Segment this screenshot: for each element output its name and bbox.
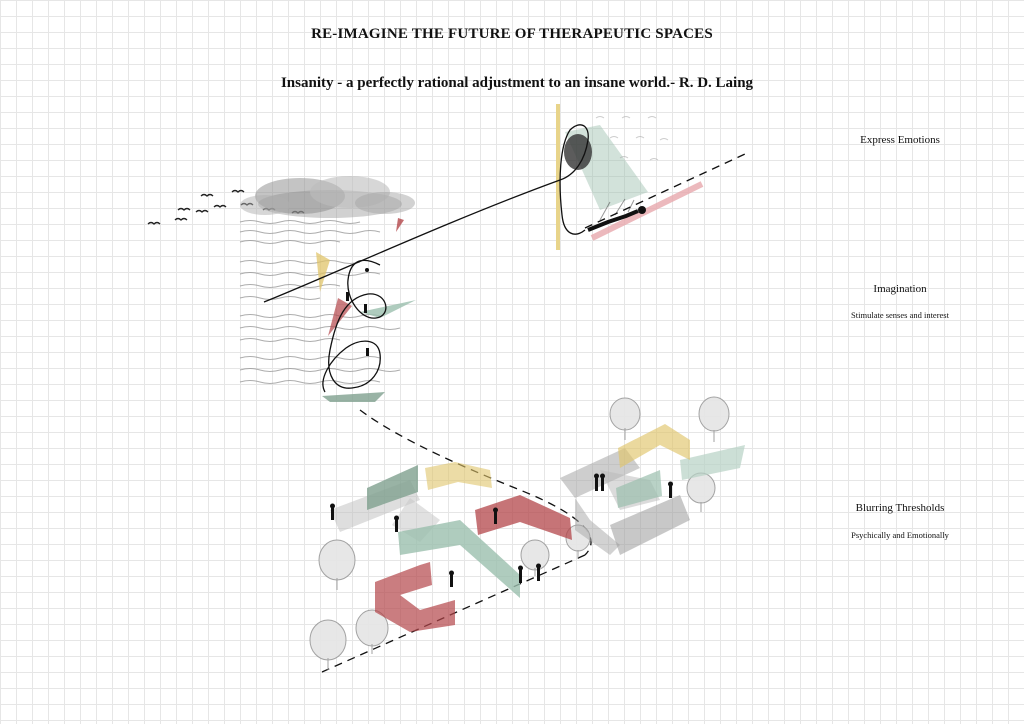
label-imagination: Imagination bbox=[873, 283, 927, 295]
people bbox=[330, 473, 673, 587]
page-title: RE-IMAGINE THE FUTURE OF THERAPEUTIC SPA… bbox=[311, 26, 713, 42]
loop-figures bbox=[346, 268, 369, 356]
dashed-trajectory-middle bbox=[359, 409, 592, 556]
page-quote: Insanity - a perfectly rational adjustme… bbox=[280, 75, 754, 91]
thought-line bbox=[263, 124, 589, 393]
label-blurring-thresholds-sub: Psychically and Emotionally bbox=[851, 530, 949, 540]
threshold-ribbons bbox=[330, 424, 745, 632]
cloud bbox=[240, 176, 415, 218]
dashed-trajectory-upper bbox=[584, 153, 746, 229]
label-express-emotions: Express Emotions bbox=[860, 134, 940, 146]
label-blurring-thresholds: Blurring Thresholds bbox=[855, 502, 945, 514]
manuscript-text bbox=[239, 220, 401, 384]
dreaming-figure-scene bbox=[556, 104, 704, 250]
label-imagination-sub: Stimulate senses and interest bbox=[851, 310, 949, 320]
